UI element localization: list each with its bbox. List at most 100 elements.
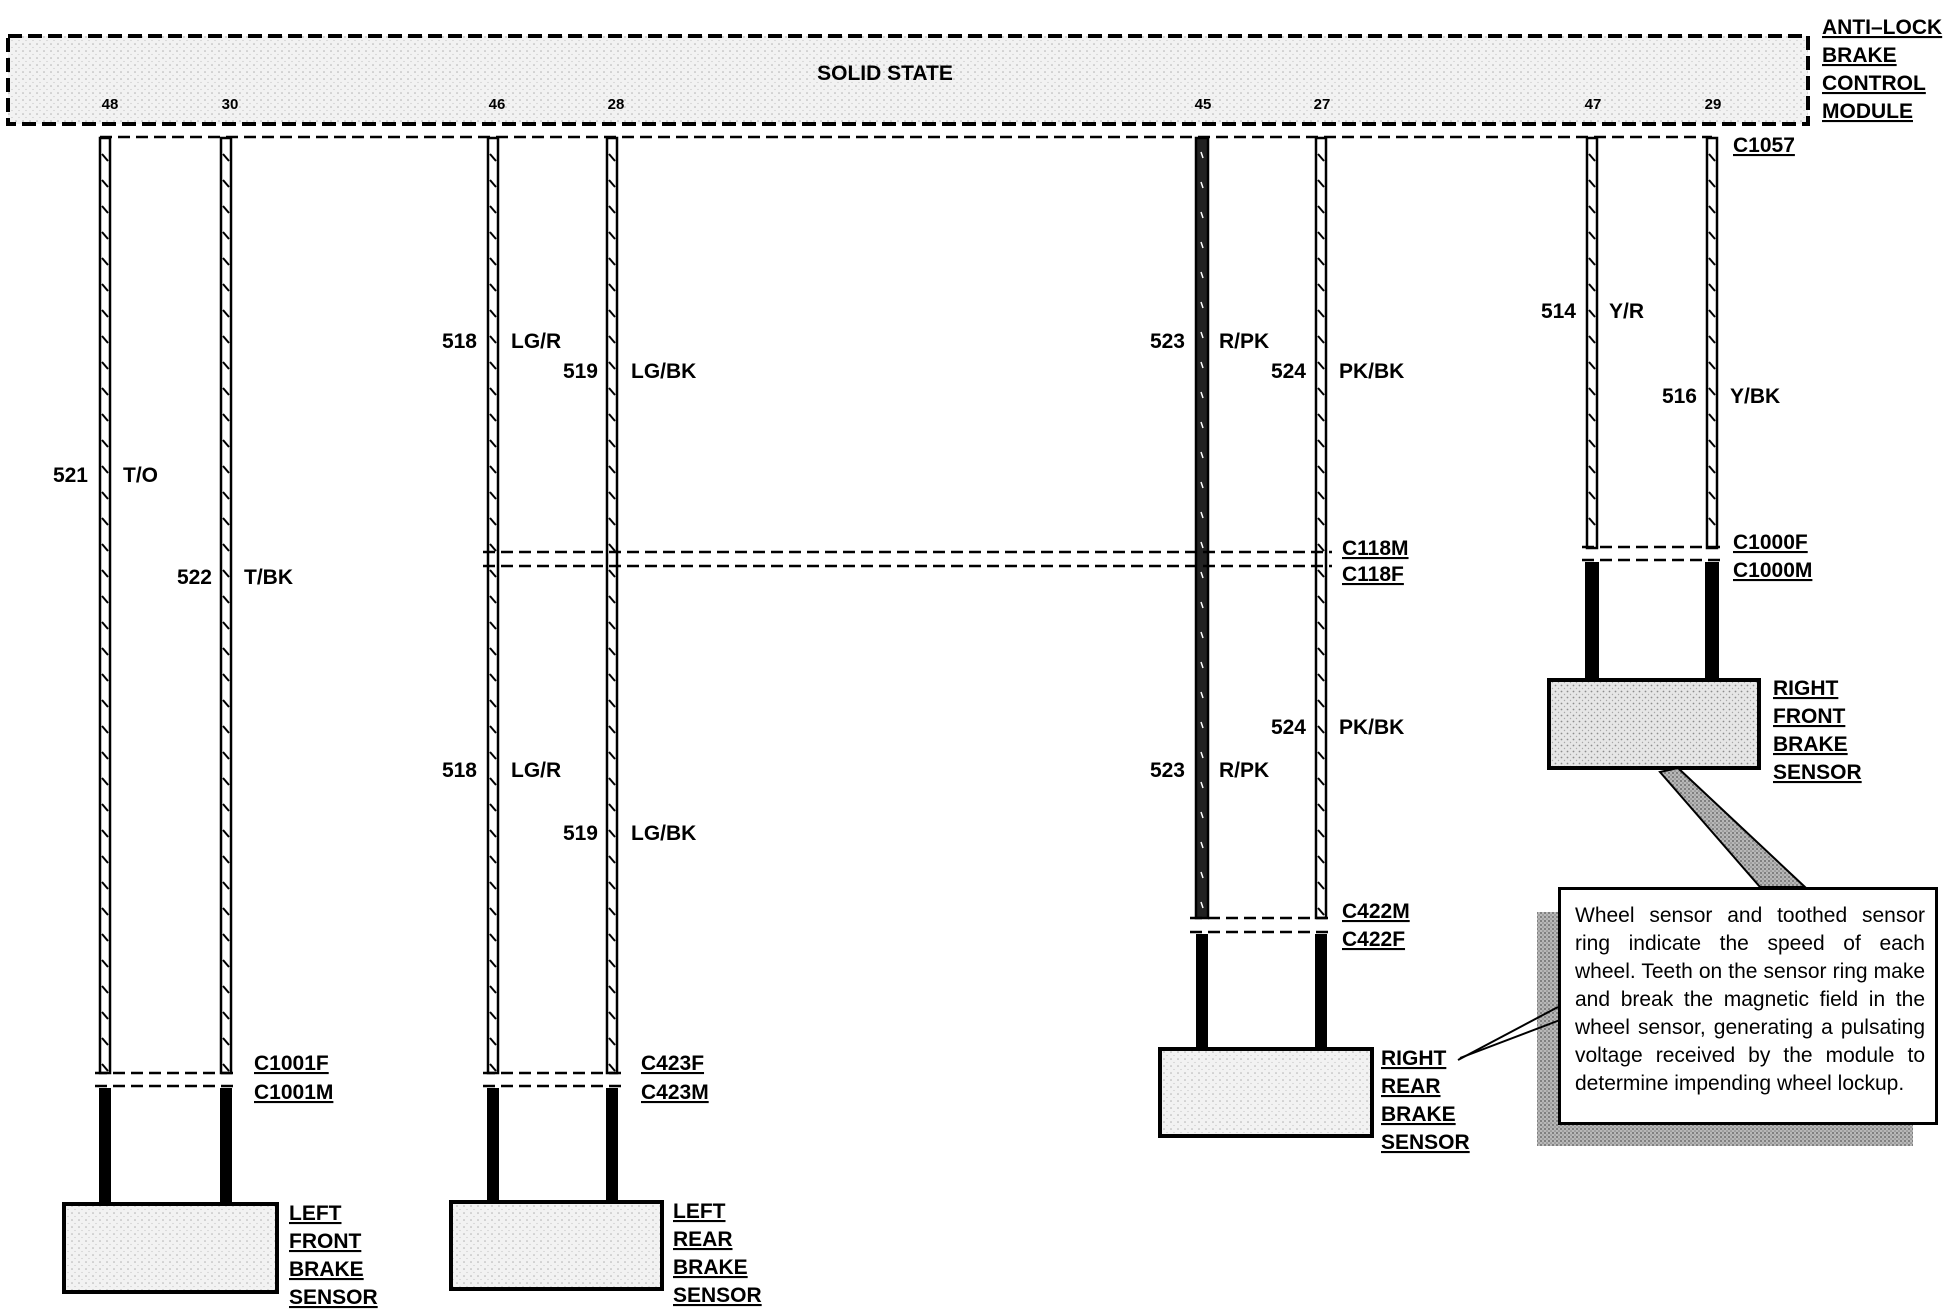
tracer-tick [489,439,497,448]
tracer-tick [1200,481,1204,489]
tracer-tick [608,491,616,500]
tracer-tick [1200,271,1204,279]
tracer-tick [489,699,497,708]
circuit-519-color-lower: LG/BK [631,822,696,845]
tracer-tick [222,569,230,578]
tracer-tick [608,465,616,474]
connector-c423m-label: C423M [641,1081,709,1104]
lr-line-4: SENSOR [673,1284,762,1307]
tracer-tick [1317,517,1325,526]
tracer-tick [101,465,109,474]
tracer-tick [1708,465,1716,474]
circuit-523-number-upper: 523 [1150,330,1185,353]
tracer-tick [1317,673,1325,682]
tracer-tick [608,361,616,370]
tracer-tick [222,621,230,630]
tracer-tick [608,1037,616,1046]
tracer-tick [1317,153,1325,162]
circuit-518-number-lower: 518 [442,759,477,782]
circuit-516-color: Y/BK [1730,385,1780,408]
tracer-tick [608,543,616,552]
tracer-tick [608,387,616,396]
tracer-tick [101,985,109,994]
tracer-tick [489,803,497,812]
tracer-tick [489,309,497,318]
circuit-518-color-upper: LG/R [511,330,561,353]
tracer-tick [489,855,497,864]
tracer-tick [1588,283,1596,292]
wire-514 [1585,136,1599,550]
left-rear-sensor-label: LEFT REAR BRAKE SENSOR [673,1200,762,1307]
tracer-tick [1317,621,1325,630]
tracer-tick [101,881,109,890]
right-rear-sensor-box [1158,1047,1374,1138]
tracer-tick [608,413,616,422]
tracer-tick [1317,725,1325,734]
circuit-514-color: Y/R [1609,300,1644,323]
tracer-tick [1708,179,1716,188]
circuit-524-number-upper: 524 [1271,360,1306,383]
tracer-tick [608,803,616,812]
tracer-tick [101,309,109,318]
tracer-tick [222,803,230,812]
tracer-tick [608,881,616,890]
right-rear-sensor-label: RIGHT REAR BRAKE SENSOR [1381,1047,1470,1154]
rf-line-3: BRAKE [1773,733,1848,756]
tracer-tick [222,283,230,292]
tracer-tick [1317,413,1325,422]
tracer-tick [1708,231,1716,240]
connector-c422m-label: C422M [1342,900,1410,923]
pin-27: 27 [1314,96,1331,113]
connector-c1001f-label: C1001F [254,1052,329,1075]
tracer-tick [101,257,109,266]
tracer-tick [608,985,616,994]
tracer-tick [1317,777,1325,786]
tracer-tick [222,829,230,838]
tracer-tick [489,231,497,240]
pin-47: 47 [1585,96,1602,113]
tracer-tick [101,907,109,916]
tracer-tick [222,647,230,656]
tracer-tick [489,543,497,552]
tracer-tick [222,699,230,708]
tracer-tick [222,153,230,162]
tracer-tick [101,439,109,448]
tracer-tick [101,751,109,760]
tracer-tick [101,621,109,630]
tracer-tick [222,725,230,734]
tracer-tick [1588,361,1596,370]
circuit-519-number-lower: 519 [563,822,598,845]
tracer-tick [608,725,616,734]
tracer-tick [489,465,497,474]
tracer-tick [489,907,497,916]
tracer-tick [489,361,497,370]
rr-line-4: SENSOR [1381,1131,1470,1154]
lr-line-2: REAR [673,1228,733,1251]
tracer-tick [101,829,109,838]
tracer-tick [1588,257,1596,266]
circuit-521-number: 521 [53,464,88,487]
tracer-tick [608,647,616,656]
tracer-tick [222,543,230,552]
connector-c423 [483,1071,622,1088]
circuit-523-color-upper: R/PK [1219,330,1269,353]
tracer-tick [1200,241,1204,249]
tracer-tick [608,751,616,760]
tracer-tick [101,543,109,552]
tracer-tick [1708,309,1716,318]
tracer-tick [1588,465,1596,474]
tracer-tick [101,647,109,656]
tracer-tick [1200,151,1204,159]
tracer-tick [1200,421,1204,429]
left-front-sensor-label: LEFT FRONT BRAKE SENSOR [289,1202,378,1309]
tracer-tick [608,829,616,838]
tracer-tick [1588,413,1596,422]
tracer-tick [1200,601,1204,609]
tracer-tick [489,647,497,656]
tracer-tick [222,1037,230,1046]
tracer-tick [1317,283,1325,292]
tracer-tick [222,517,230,526]
tracer-tick [222,179,230,188]
module-name-line-4: MODULE [1822,100,1913,123]
rr-line-3: BRAKE [1381,1103,1456,1126]
